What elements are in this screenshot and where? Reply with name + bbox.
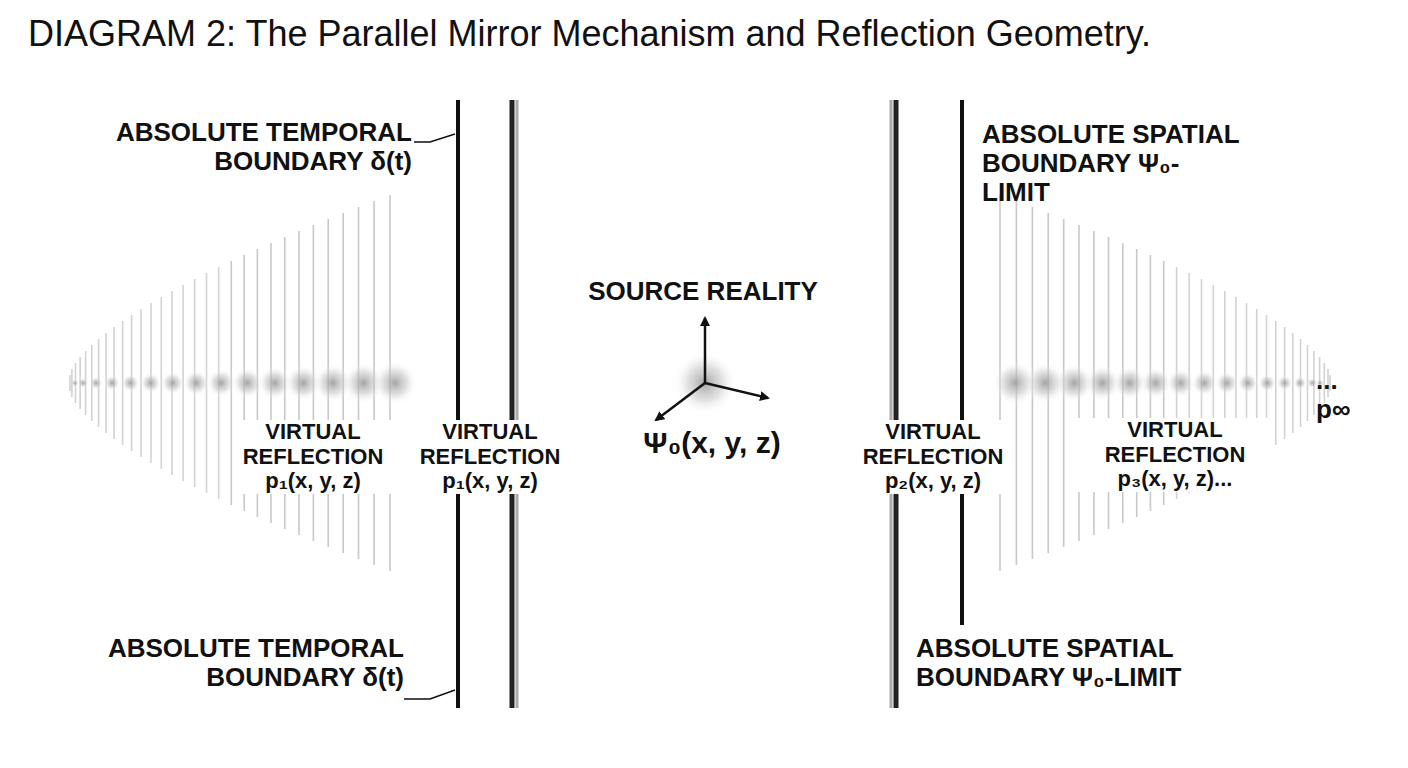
spatial-mirror xyxy=(894,100,899,708)
reflection-fan xyxy=(70,195,1330,571)
reflection-label: VIRTUAL REFLECTION p₂(x, y, z) xyxy=(855,420,1011,494)
reflection-line xyxy=(69,375,71,391)
reflection-label: VIRTUAL REFLECTION p₁(x, y, z) xyxy=(235,420,391,494)
reflection-blob xyxy=(373,361,417,405)
axis-arrow xyxy=(704,318,707,383)
reflection-blob xyxy=(1215,371,1238,394)
axis-arrow xyxy=(656,383,705,420)
mirror-edge xyxy=(890,100,893,708)
reflection-blob xyxy=(104,375,120,391)
temporal-mirror xyxy=(510,100,515,708)
reflection-blob xyxy=(1237,373,1258,394)
mirror-edge xyxy=(516,100,519,708)
reflection-label: VIRTUAL REFLECTION p₃(x, y, z)... xyxy=(1077,418,1273,492)
reflection-blob xyxy=(1277,375,1293,391)
reflection-blob xyxy=(140,373,161,394)
leader-line xyxy=(414,134,455,142)
spatial-mirror xyxy=(960,100,964,625)
boundary-label: ABSOLUTE SPATIAL BOUNDARY Ψ₀-LIMIT xyxy=(982,120,1244,207)
diagram-title: DIAGRAM 2: The Parallel Mirror Mechanism… xyxy=(28,14,1151,54)
reflection-blob xyxy=(1191,370,1217,396)
axis-arrow xyxy=(705,383,768,398)
source-label: SOURCE REALITY xyxy=(573,277,833,306)
reflection-blob xyxy=(121,374,139,392)
temporal-mirror xyxy=(456,100,460,708)
source-label: Ψ₀(x, y, z) xyxy=(612,426,812,460)
boundary-label: ABSOLUTE TEMPORAL BOUNDARY δ(t) xyxy=(84,634,404,692)
reflection-blob xyxy=(1258,374,1276,392)
reflection-blob xyxy=(183,370,209,396)
reflection-blob xyxy=(1293,376,1306,389)
boundary-label: ... p∞ xyxy=(1316,366,1356,424)
leader-line xyxy=(404,690,455,699)
reflection-blob xyxy=(89,376,102,389)
boundary-label: ABSOLUTE TEMPORAL BOUNDARY δ(t) xyxy=(92,118,412,176)
reflection-blob xyxy=(207,369,236,398)
reflection-blob xyxy=(161,371,184,394)
reflection-blob xyxy=(993,361,1037,405)
reflection-blob xyxy=(78,378,89,389)
reflection-label: VIRTUAL REFLECTION p₁(x, y, z) xyxy=(412,420,568,494)
boundary-label: ABSOLUTE SPATIAL BOUNDARY Ψ₀-LIMIT xyxy=(916,634,1216,692)
